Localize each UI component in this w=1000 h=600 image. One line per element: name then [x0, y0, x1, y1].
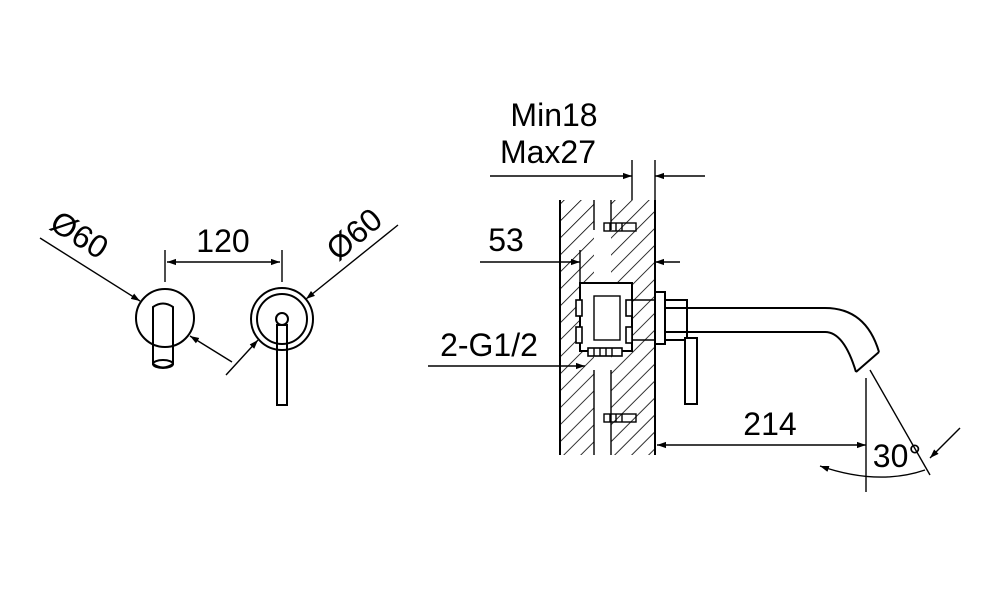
dimension-120: 120	[164, 223, 283, 282]
dimension-depth: 53	[480, 222, 680, 283]
handle-rosette	[250, 287, 314, 406]
dimension-wall-thickness: Min18 Max27	[490, 97, 705, 200]
wall-screws	[603, 222, 637, 423]
spout-rosette	[135, 288, 195, 369]
dim-left-diameter-label: Ø60	[44, 203, 114, 266]
dimension-thread: 2-G1/2	[428, 327, 585, 370]
dim-angle-label: 30°	[873, 438, 921, 474]
concealed-valve-body	[575, 282, 655, 357]
dim-thread-label: 2-G1/2	[440, 327, 538, 363]
dim-wall-max-label: Max27	[500, 134, 596, 170]
dim-depth-label: 53	[488, 222, 524, 258]
front-view: 120 Ø60 Ø60	[39, 201, 399, 406]
dim-spout-reach-label: 214	[743, 406, 796, 442]
spout-assembly	[654, 291, 880, 405]
dimension-angle: 30°	[819, 369, 961, 478]
side-view: Min18 Max27 53 2-G1/2 214	[428, 97, 961, 492]
dim-spacing-label: 120	[196, 223, 249, 259]
dimension-spout-reach: 214	[657, 378, 867, 492]
dimension-diameter-right: Ø60	[225, 201, 399, 376]
dim-right-diameter-label: Ø60	[319, 201, 388, 267]
dim-wall-min-label: Min18	[510, 97, 597, 133]
